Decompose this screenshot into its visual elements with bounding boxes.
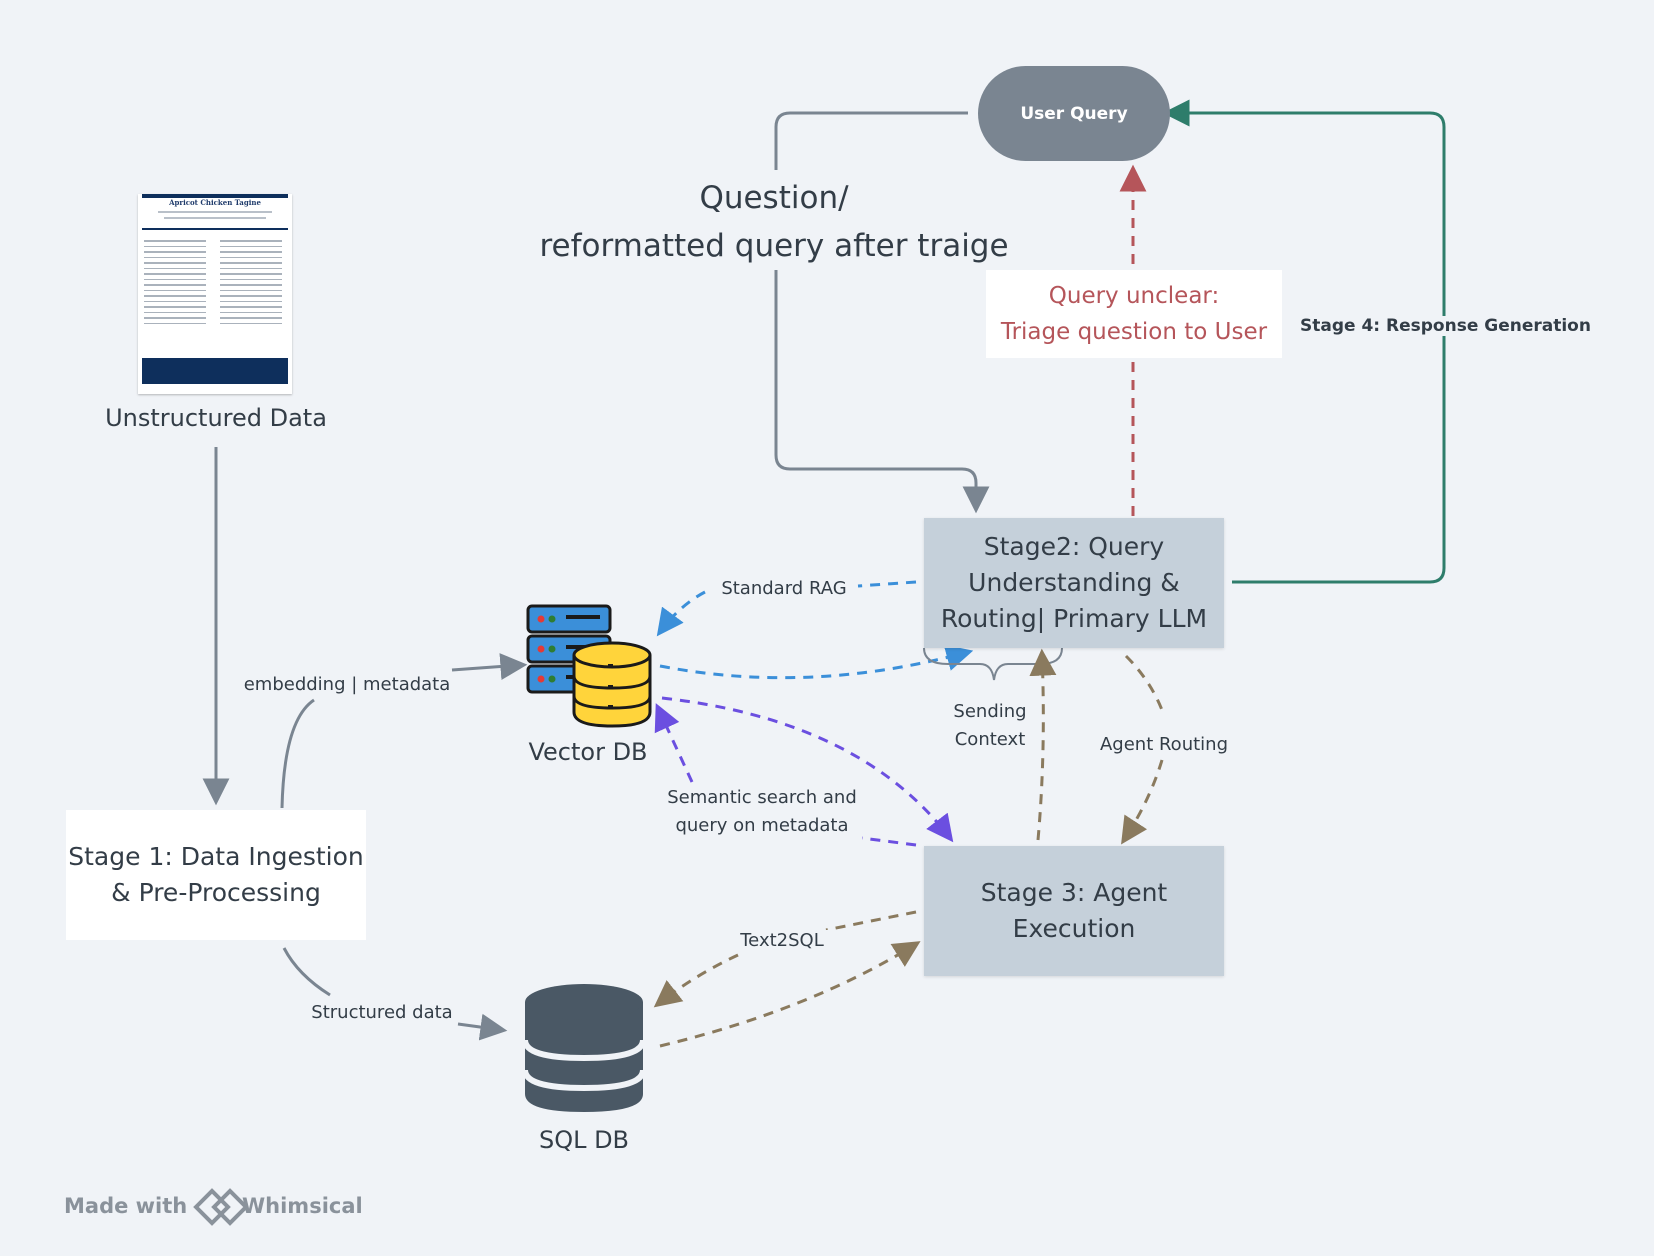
user-query-node: User Query	[978, 66, 1170, 161]
stage3-to-vector-edge	[658, 708, 917, 847]
made-with-label: Made with	[64, 1194, 188, 1218]
semantic-search-label: Semantic search and query on metadata	[662, 784, 862, 840]
query-unclear-label: Query unclear: Triage question to User	[986, 270, 1282, 358]
query-unclear-line-2: Triage question to User	[1000, 319, 1268, 345]
unstructured-document-thumbnail: Apricot Chicken Tagine	[138, 194, 292, 394]
stage3-line-2: Execution	[1012, 914, 1136, 943]
sending-context-edge	[659, 644, 974, 680]
question-line-1: Question/	[699, 180, 849, 216]
standard-rag-edge	[660, 580, 917, 632]
stage3-node: Stage 3: Agent Execution	[924, 846, 1224, 976]
stage1-line-2: & Pre-Processing	[111, 878, 321, 907]
embedding-edge	[280, 665, 522, 809]
question-edge-label: Question/ reformatted query after traige	[534, 174, 1014, 270]
stage4-label: Stage 4: Response Generation	[1300, 316, 1591, 336]
question-edge	[774, 111, 976, 508]
unstructured-data-label: Unstructured Data	[105, 404, 327, 432]
stage2-node: Stage2: Query Understanding & Routing| P…	[924, 518, 1224, 648]
semantic-search-line-1: Semantic search and	[667, 787, 857, 808]
stage2-line-3: Routing| Primary LLM	[940, 604, 1208, 633]
vector-db-label: Vector DB	[528, 738, 648, 766]
stage1-line-1: Stage 1: Data Ingestion	[68, 842, 364, 871]
sending-context-line-1: Sending	[953, 701, 1027, 722]
stage2-line-1: Stage2: Query	[983, 532, 1165, 561]
sql-db-label: SQL DB	[538, 1126, 630, 1154]
stage1-node: Stage 1: Data Ingestion & Pre-Processing	[66, 810, 366, 940]
stage3-to-stage2-edge	[1029, 648, 1057, 841]
sending-context-line-2: Context	[954, 729, 1026, 750]
sql-db-icon	[522, 984, 646, 1112]
agent-routing-edge	[1124, 654, 1164, 840]
embedding-label: embedding | metadata	[242, 674, 452, 695]
document-title: Apricot Chicken Tagine	[169, 198, 261, 207]
whimsical-brand-label[interactable]: Whimsical	[242, 1194, 363, 1218]
stage3-line-1: Stage 3: Agent	[980, 878, 1168, 907]
user-query-label: User Query	[1020, 103, 1128, 124]
agent-routing-label: Agent Routing	[1092, 734, 1236, 755]
text2sql-label: Text2SQL	[734, 930, 830, 951]
stage3-to-sql-edge	[658, 910, 917, 1004]
structured-data-label: Structured data	[306, 1002, 458, 1023]
standard-rag-label: Standard RAG	[712, 578, 856, 599]
whimsical-logo-icon	[193, 1188, 249, 1226]
semantic-search-line-2: query on metadata	[675, 815, 849, 836]
vector-db-icon	[526, 604, 652, 728]
sql-to-stage3-edge	[659, 941, 921, 1048]
query-unclear-line-1: Query unclear:	[1048, 283, 1220, 309]
sending-context-label: Sending Context	[940, 698, 1040, 754]
stage2-line-2: Understanding &	[968, 568, 1180, 597]
vector-to-stage3-edge	[661, 696, 954, 843]
structured-data-edge	[282, 947, 502, 1030]
question-line-2: reformatted query after traige	[539, 228, 1009, 264]
response-generation-edge	[1162, 99, 1446, 584]
